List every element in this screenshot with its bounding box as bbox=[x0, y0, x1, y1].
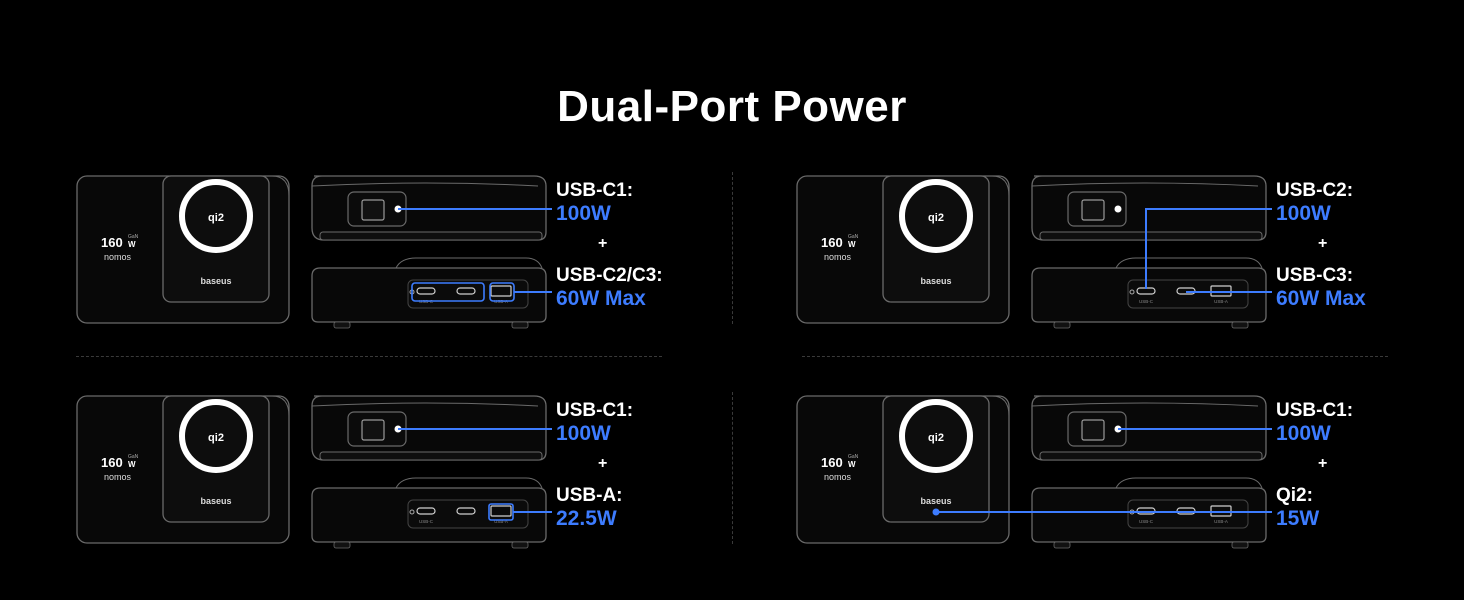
second-port-name: USB-A: bbox=[556, 485, 623, 506]
usb-c-port-label: USB-C bbox=[1139, 519, 1154, 524]
baseus-logo: baseus bbox=[920, 276, 951, 286]
second-port-name: Qi2: bbox=[1276, 485, 1313, 506]
vertical-divider-bottom bbox=[732, 392, 733, 544]
first-port-name: USB-C1: bbox=[1276, 400, 1354, 421]
nomos-label: nomos bbox=[104, 252, 132, 262]
capacity-unit: W bbox=[848, 460, 856, 469]
qi2-badge: qi2 bbox=[928, 212, 944, 224]
connection-lines bbox=[1145, 208, 1272, 293]
capacity-unit: W bbox=[128, 460, 136, 469]
horizontal-divider-left bbox=[76, 356, 662, 357]
nomos-label: nomos bbox=[824, 472, 852, 482]
vertical-divider-top bbox=[732, 172, 733, 324]
horizontal-divider-right bbox=[802, 356, 1388, 357]
gan-tag: GaN bbox=[128, 234, 139, 240]
page-title: Dual-Port Power bbox=[557, 82, 907, 131]
gan-tag: GaN bbox=[128, 454, 139, 460]
gan-tag: GaN bbox=[848, 234, 859, 240]
first-port-name: USB-C2: bbox=[1276, 180, 1354, 201]
first-port-name: USB-C1: bbox=[556, 180, 634, 201]
plus-sign: + bbox=[598, 455, 608, 472]
second-port-watt: 22.5W bbox=[556, 507, 617, 530]
usb-c-port-label: USB-C bbox=[419, 519, 434, 524]
nomos-label: nomos bbox=[824, 252, 852, 262]
capacity-label: 160 bbox=[101, 455, 123, 470]
plus-sign: + bbox=[598, 235, 608, 252]
second-port-name: USB-C2/C3: bbox=[556, 265, 663, 286]
second-port-watt: 15W bbox=[1276, 507, 1320, 530]
first-port-watt: 100W bbox=[556, 202, 611, 225]
capacity-label: 160 bbox=[821, 235, 843, 250]
capacity-label: 160 bbox=[821, 455, 843, 470]
first-port-watt: 100W bbox=[1276, 422, 1331, 445]
capacity-unit: W bbox=[848, 240, 856, 249]
plus-sign: + bbox=[1318, 455, 1328, 472]
second-port-name: USB-C3: bbox=[1276, 265, 1354, 286]
baseus-logo: baseus bbox=[200, 496, 231, 506]
charger-port-view: USB-C USB-A bbox=[311, 477, 547, 549]
charger-port-view: USB-C USB-A bbox=[1031, 477, 1267, 549]
qi2-badge: qi2 bbox=[208, 212, 224, 224]
nomos-label: nomos bbox=[104, 472, 132, 482]
capacity-label: 160 bbox=[101, 235, 123, 250]
first-port-watt: 100W bbox=[556, 422, 611, 445]
connection-lines bbox=[398, 208, 552, 302]
usb-a-port-label: USB-A bbox=[1214, 299, 1228, 304]
usb-a-port-label: USB-A bbox=[1214, 519, 1228, 524]
first-port-watt: 100W bbox=[1276, 202, 1331, 225]
baseus-logo: baseus bbox=[200, 276, 231, 286]
capacity-unit: W bbox=[128, 240, 136, 249]
connection-lines bbox=[932, 428, 1272, 516]
second-port-watt: 60W Max bbox=[556, 287, 646, 310]
usb-c-port-label: USB-C bbox=[1139, 299, 1154, 304]
connection-lines bbox=[398, 428, 552, 521]
baseus-logo: baseus bbox=[920, 496, 951, 506]
second-port-watt: 60W Max bbox=[1276, 287, 1366, 310]
first-port-name: USB-C1: bbox=[556, 400, 634, 421]
gan-tag: GaN bbox=[848, 454, 859, 460]
usb-a-port-label: USB-A bbox=[494, 519, 508, 524]
qi2-badge: qi2 bbox=[208, 432, 224, 444]
qi2-badge: qi2 bbox=[928, 432, 944, 444]
plus-sign: + bbox=[1318, 235, 1328, 252]
charger-top-view bbox=[1031, 395, 1267, 461]
